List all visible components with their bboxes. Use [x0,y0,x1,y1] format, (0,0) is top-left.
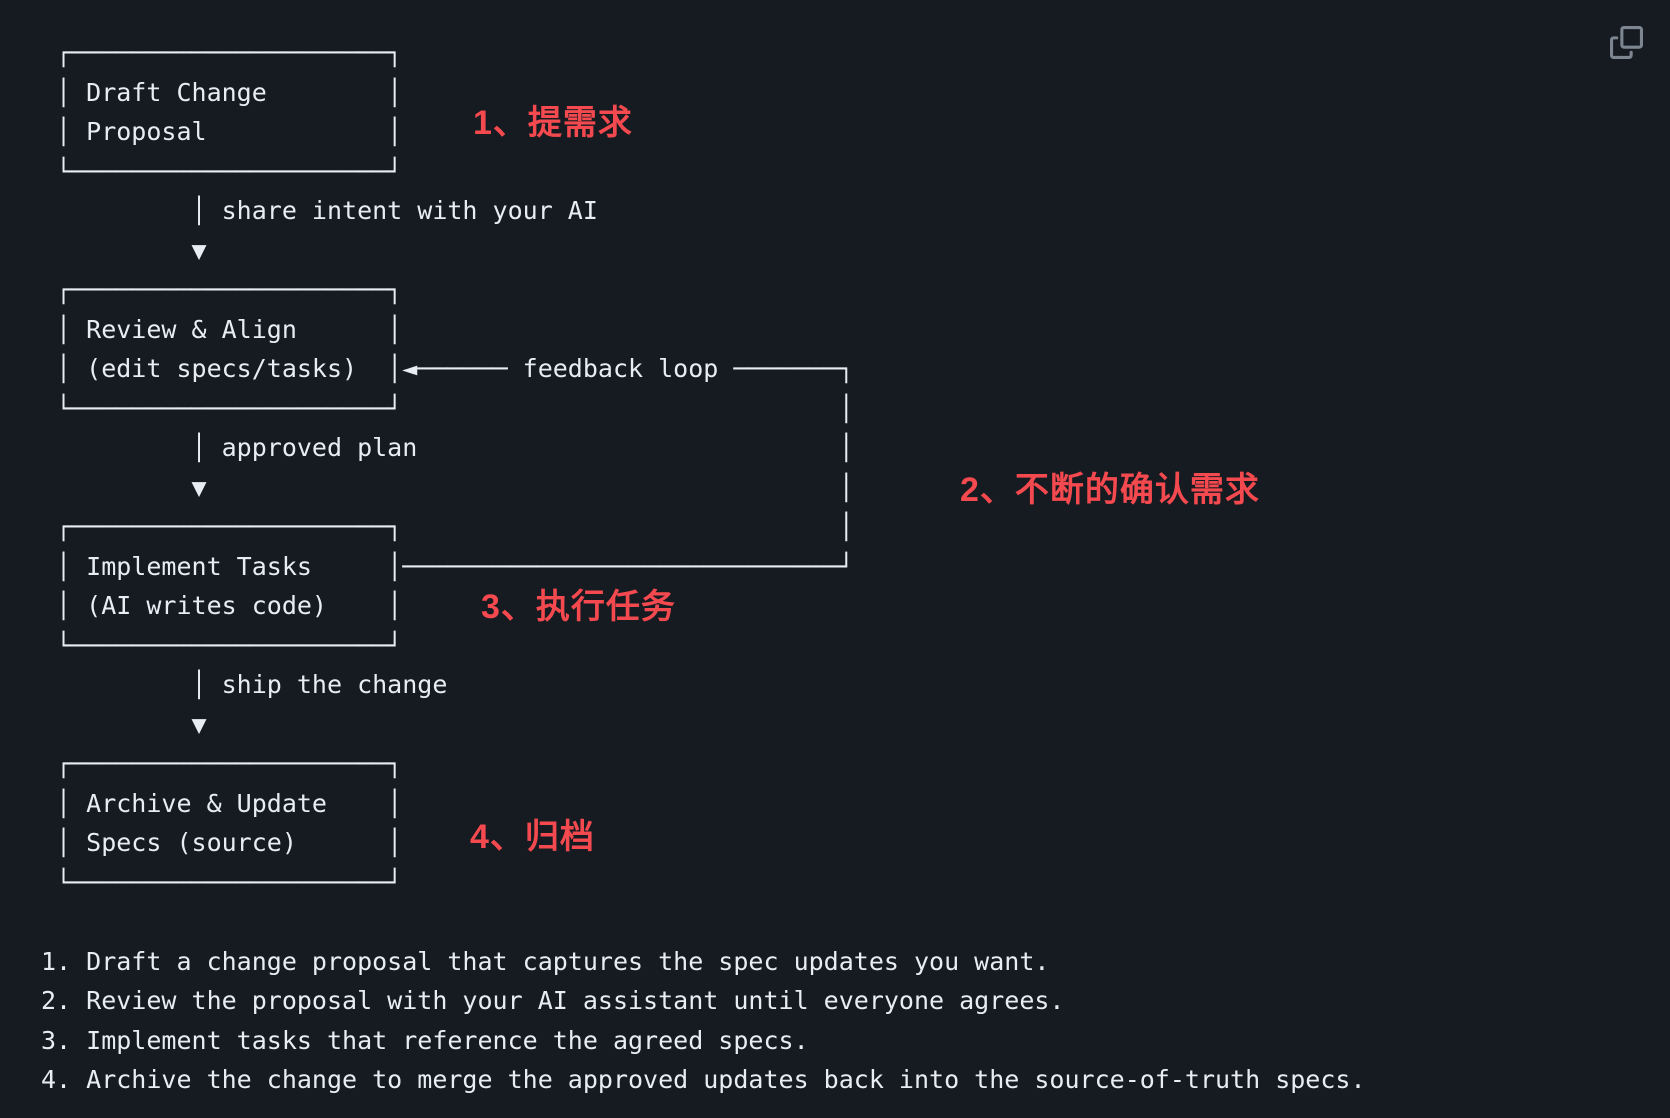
annotation-step-2: 2、不断的确认需求 [960,471,1260,509]
annotation-step-1: 1、提需求 [473,104,633,142]
copy-icon [1609,25,1643,59]
annotation-step-4: 4、归档 [470,818,595,856]
ascii-flow-diagram: ┌─────────────────────┐ │ Draft Change │… [41,38,1366,1094]
copy-button[interactable] [1605,21,1647,63]
annotation-step-3: 3、执行任务 [481,588,676,626]
